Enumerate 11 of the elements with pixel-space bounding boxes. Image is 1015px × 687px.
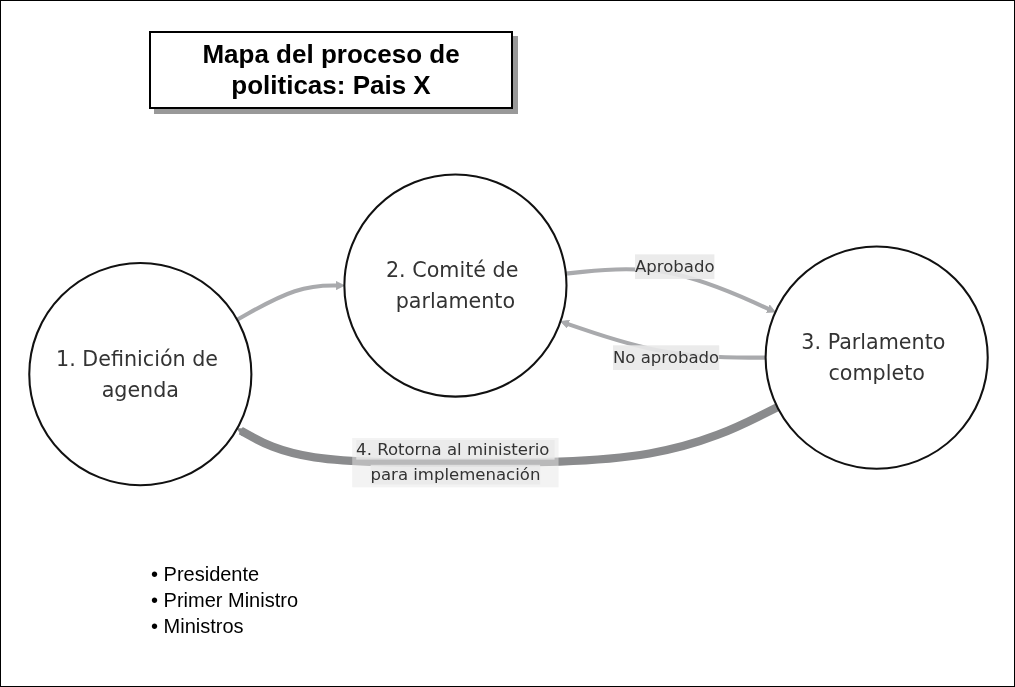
bullet-item: • Presidente (151, 562, 261, 587)
edge-label: No aprobado (612, 347, 720, 367)
bullet-item: • Primer Ministro (151, 588, 298, 613)
node-circle: 1. Definición de agenda (28, 262, 253, 487)
arrow (236, 281, 345, 322)
edge-label: Aprobado (634, 256, 715, 277)
edge-label: 4. Rotorna al ministerio para implemenación (356, 440, 550, 485)
node-circle: 2. Comité de parlamento (343, 173, 568, 398)
bullet-item: • Ministros (151, 614, 245, 639)
arrow (236, 403, 780, 467)
node-circle: 3. Parlamento completo (764, 245, 989, 470)
